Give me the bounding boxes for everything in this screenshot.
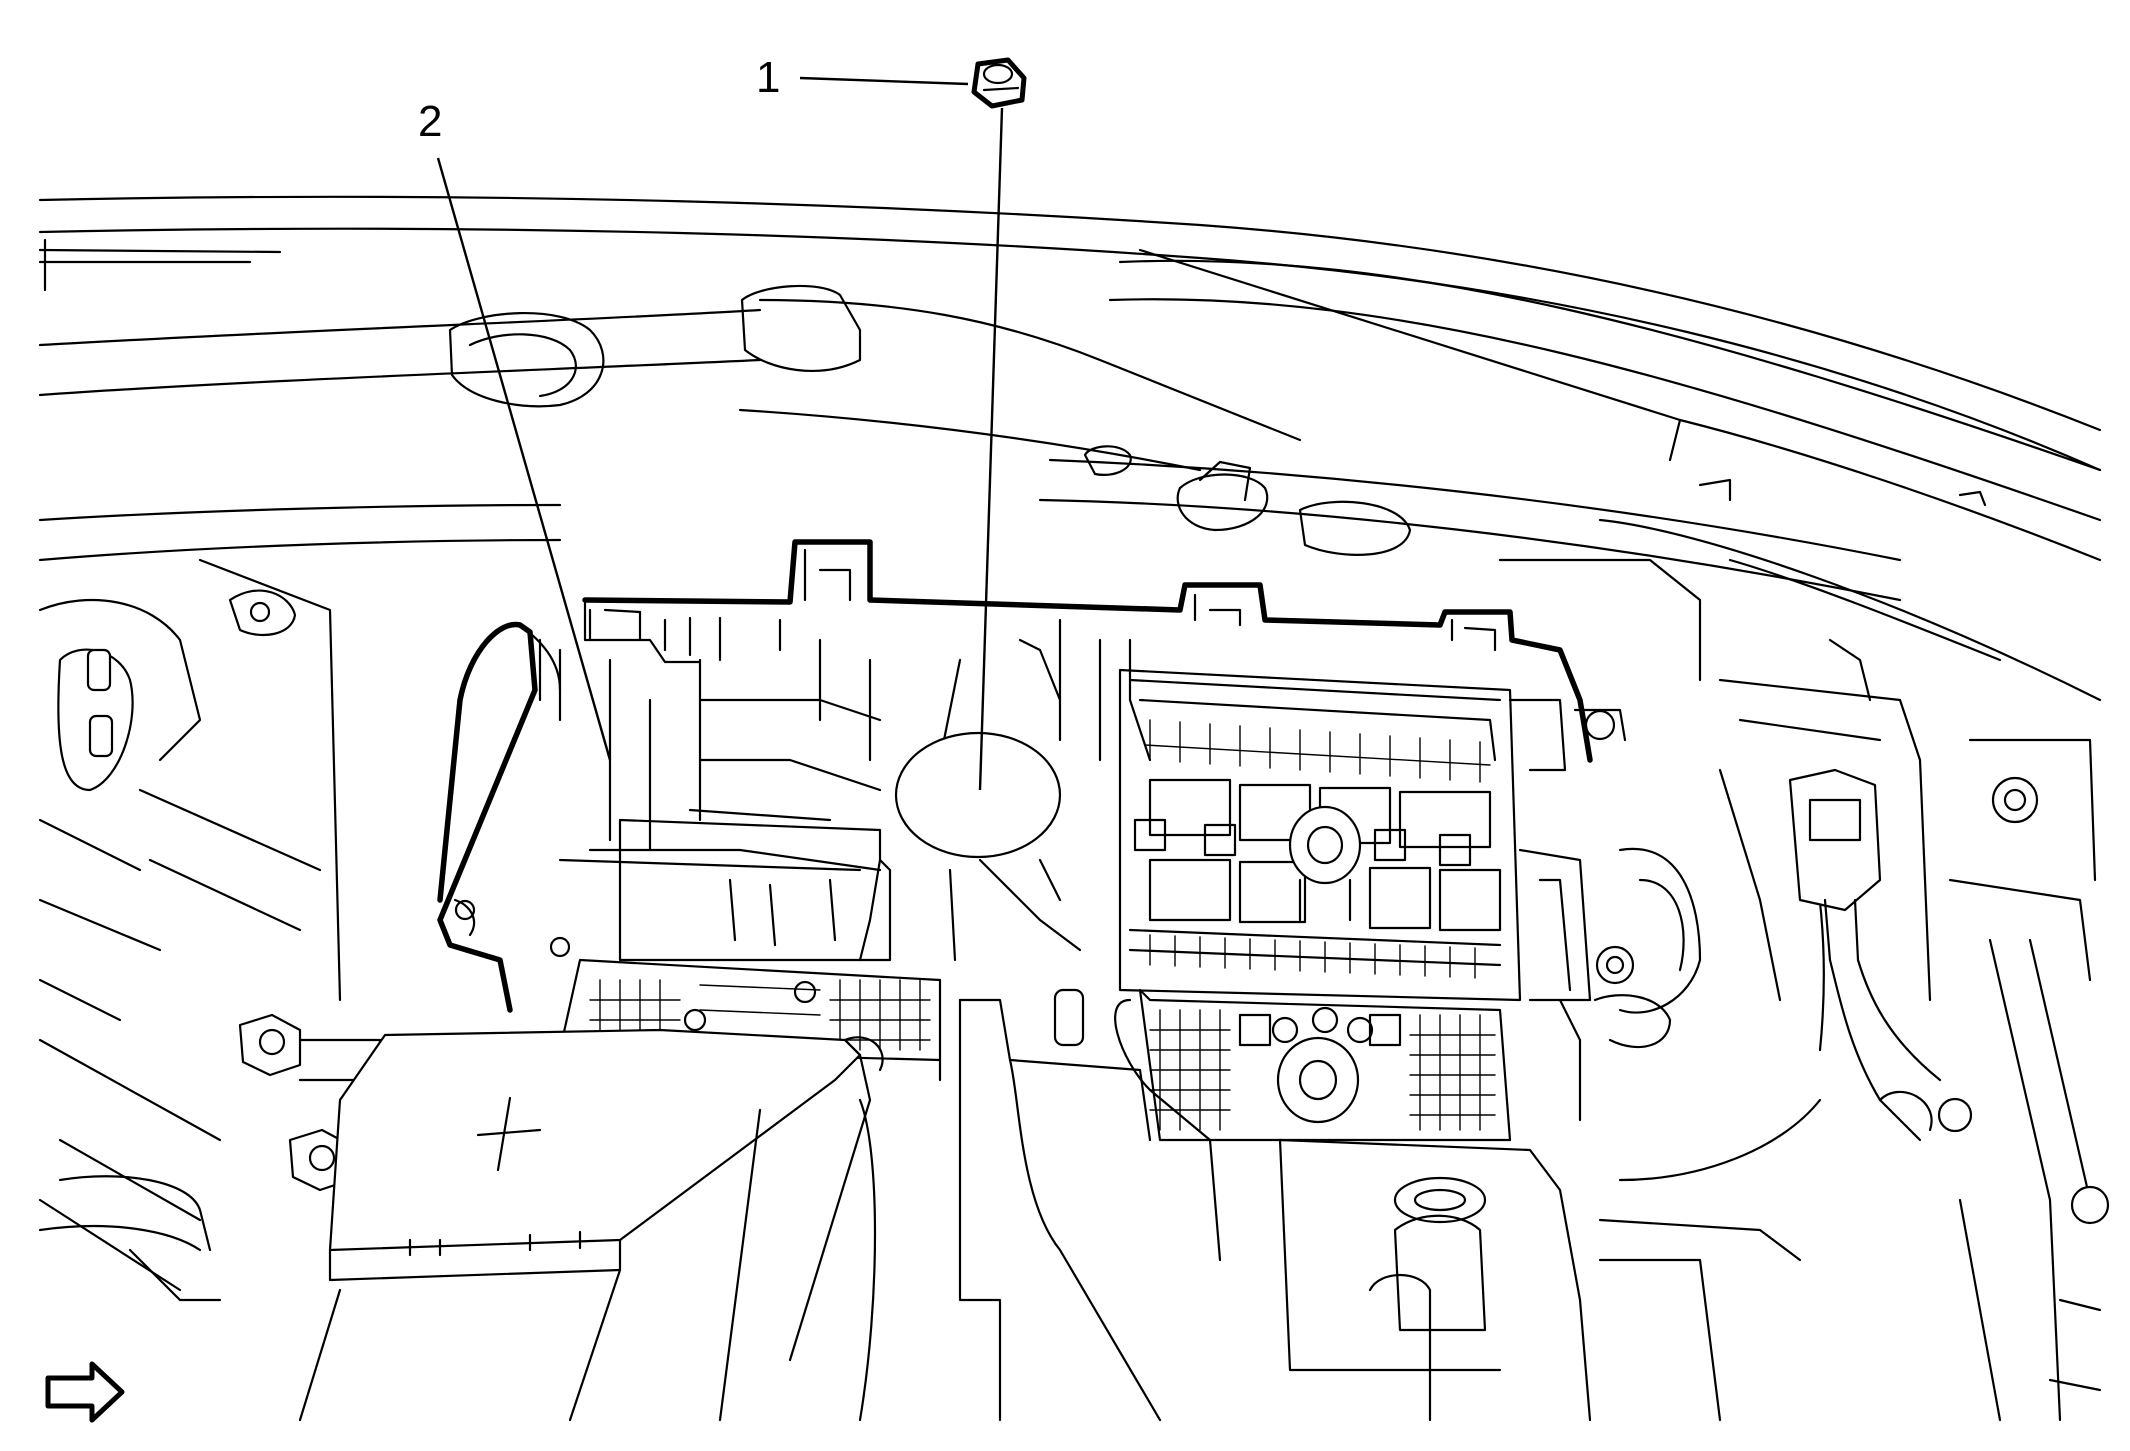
plus-icon [476,1096,542,1172]
fuse-relay-grid [1118,668,1672,1142]
terminal-cover [1393,1214,1487,1332]
callout-label-2: 2 [418,97,442,146]
left-fender-area [38,558,382,1302]
bolt-axis-line [978,107,1004,791]
leader-line-2 [436,157,612,761]
cowl-panel [38,195,2102,702]
fuse-block-housing [437,539,1593,1082]
stud-upper [86,648,112,692]
fuse-row-bottom [1149,934,1476,979]
callout-2: 2 [418,97,612,761]
ground-bolt [1595,945,1635,985]
leader-line-1 [799,76,969,86]
bolt-right-lower [2070,1185,2110,1225]
post [1053,988,1085,1047]
arrow-right-icon [45,1361,125,1423]
center-stud-lower [1276,1036,1360,1124]
bolt-left-upper [238,1013,302,1077]
callout-1: 1 [756,53,1027,791]
fuse-row-top [1144,719,1491,783]
center-stud-upper [1288,805,1362,885]
right-harness-area [1618,558,2110,1422]
battery-cover [328,1028,862,1252]
stud-lower [88,714,114,758]
callout-label-1: 1 [756,53,780,102]
battery-area [298,988,1822,1422]
cover-plug [894,731,1062,859]
bolt-right [1991,776,2039,824]
fuse-grid-lower [1149,1006,1496,1131]
